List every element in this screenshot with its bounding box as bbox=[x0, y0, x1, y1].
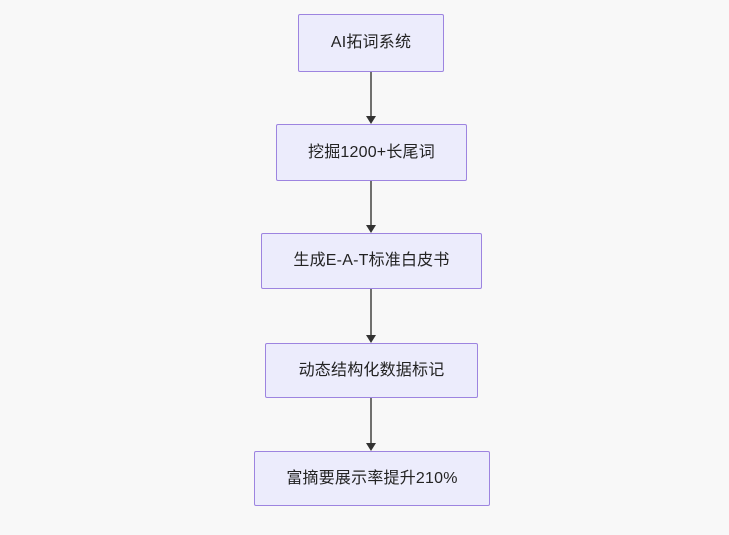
edge-line bbox=[370, 289, 372, 335]
flowchart-node-generate-eat-whitepaper[interactable]: 生成E-A-T标准白皮书 bbox=[261, 233, 482, 289]
node-label: 动态结构化数据标记 bbox=[298, 361, 445, 379]
arrowhead-icon bbox=[365, 442, 376, 451]
edge-line bbox=[370, 72, 372, 116]
edge-line bbox=[370, 398, 372, 443]
flowchart-node-ai-keyword-system[interactable]: AI拓词系统 bbox=[298, 14, 444, 72]
arrowhead-icon bbox=[365, 115, 376, 124]
edge-line bbox=[370, 181, 372, 225]
node-label: 挖掘1200+长尾词 bbox=[308, 143, 435, 161]
edge-node4-node5 bbox=[365, 398, 376, 451]
arrowhead-icon bbox=[365, 334, 376, 343]
flowchart-node-dynamic-structured-data-markup[interactable]: 动态结构化数据标记 bbox=[265, 343, 478, 398]
flowchart-node-rich-snippet-uplift[interactable]: 富摘要展示率提升210% bbox=[254, 451, 490, 506]
edge-node3-node4 bbox=[365, 289, 376, 343]
flowchart-node-mine-longtail-keywords[interactable]: 挖掘1200+长尾词 bbox=[276, 124, 467, 181]
edge-node1-node2 bbox=[365, 72, 376, 124]
edge-node2-node3 bbox=[365, 181, 376, 233]
arrowhead-icon bbox=[365, 224, 376, 233]
node-label: 富摘要展示率提升210% bbox=[286, 469, 458, 487]
node-label: 生成E-A-T标准白皮书 bbox=[293, 252, 450, 270]
node-label: AI拓词系统 bbox=[330, 34, 412, 52]
